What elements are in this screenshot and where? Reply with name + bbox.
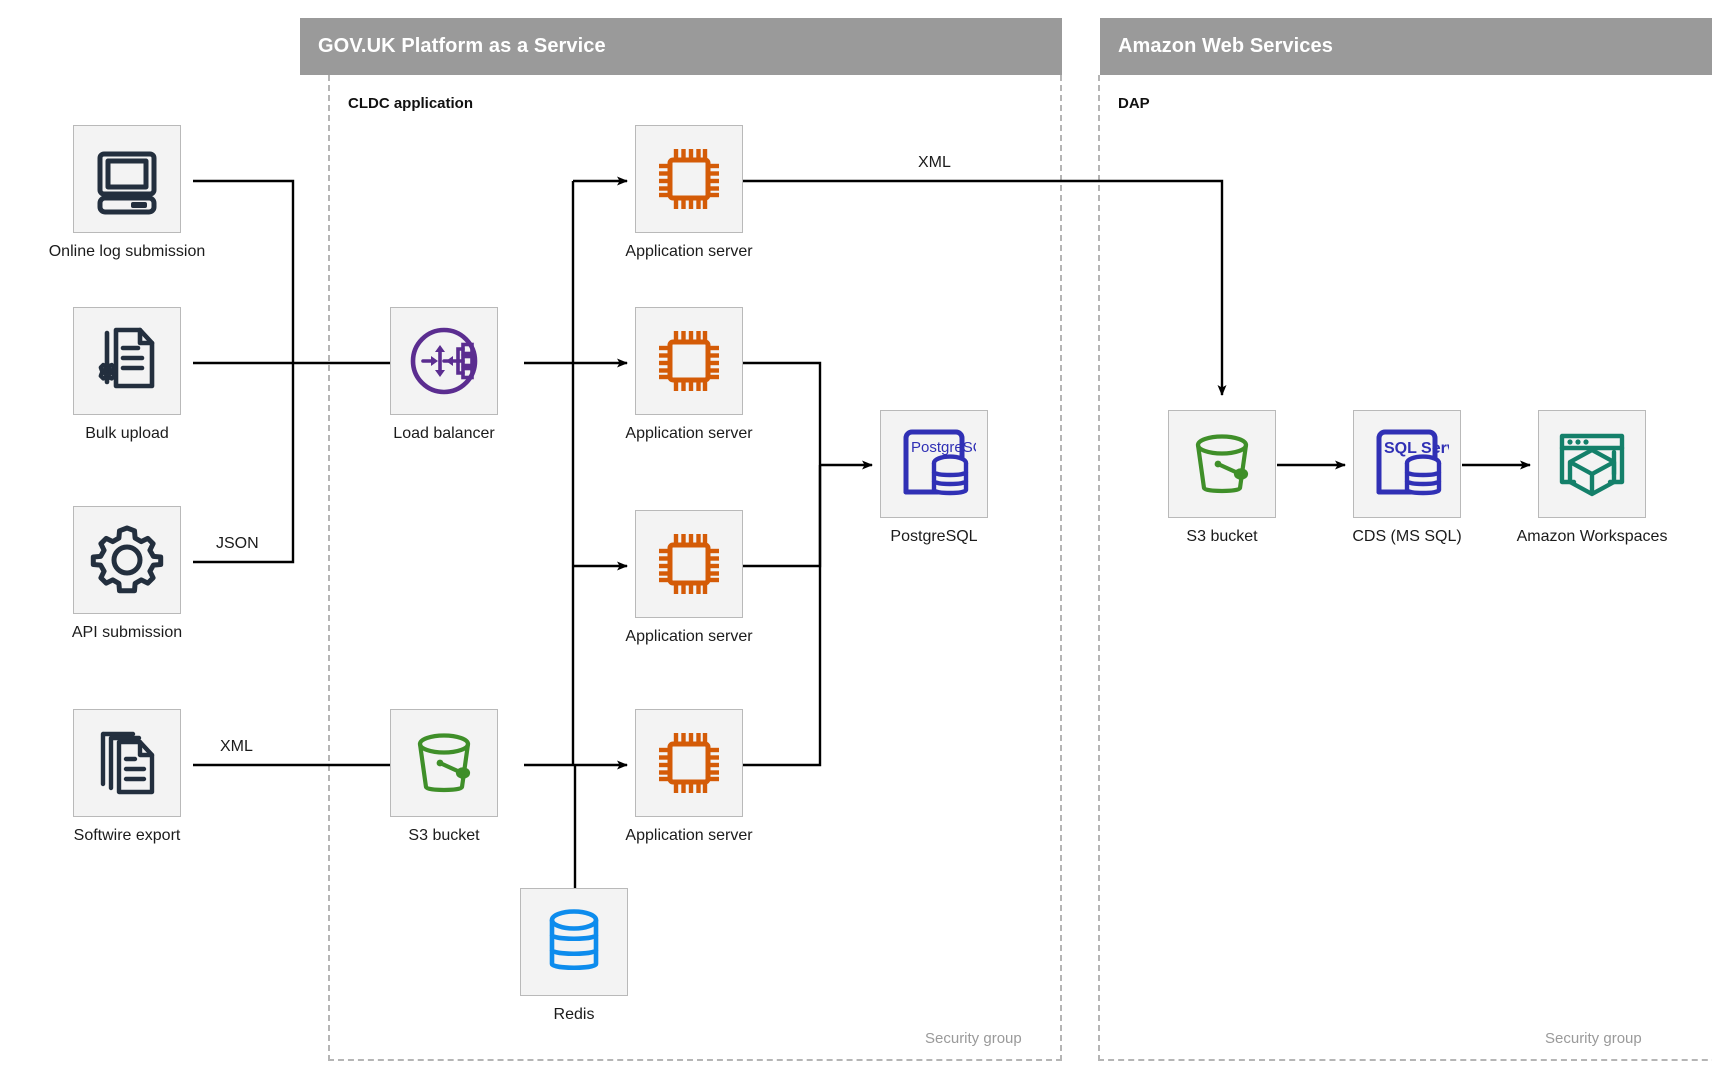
amazon-workspaces-tile[interactable] [1538, 410, 1646, 518]
node-cds-ms-sql[interactable]: SQL Server CDS (MS SQL) [1352, 410, 1462, 545]
bulk-upload-label: Bulk upload [85, 425, 169, 442]
edge-label-xml-softwire: XML [220, 738, 253, 755]
bucket-icon [1195, 434, 1249, 494]
app-server-3-label: Application server [625, 628, 753, 645]
node-online-log-submission[interactable]: Online log submission [49, 125, 205, 260]
bulk-upload-tile[interactable] [73, 307, 181, 415]
zone-footer-aws: Security group [1545, 1030, 1642, 1047]
api-submission-label: API submission [71, 624, 183, 641]
softwire-export-tile[interactable] [73, 709, 181, 817]
zone-header-paas: GOV.UK Platform as a Service [300, 18, 1062, 75]
node-app-server-3[interactable]: Application server [625, 510, 753, 645]
cpu-chip-icon [659, 534, 719, 594]
cpu-chip-icon [659, 733, 719, 793]
app-server-4-label: Application server [625, 827, 753, 844]
document-gear-icon [98, 327, 155, 389]
node-redis[interactable]: Redis [520, 888, 628, 1023]
s3-bucket-paas-tile[interactable] [390, 709, 498, 817]
sql-server-icon-text: SQL Server [1384, 440, 1449, 457]
database-cylinder-icon [549, 909, 599, 971]
desktop-computer-icon [97, 151, 157, 215]
amazon-workspaces-label: Amazon Workspaces [1516, 528, 1668, 545]
softwire-export-label: Softwire export [73, 827, 181, 844]
zone-subtitle-paas: CLDC application [348, 95, 474, 112]
app-server-1-tile[interactable] [635, 125, 743, 233]
node-bulk-upload[interactable]: Bulk upload [73, 307, 181, 442]
postgresql-icon-text: PostgreSQL [911, 439, 976, 456]
node-postgresql[interactable]: PostgreSQL PostgreSQL [880, 410, 988, 545]
online-log-submission-label: Online log submission [48, 243, 206, 260]
app-server-4-tile[interactable] [635, 709, 743, 817]
bucket-icon [417, 733, 471, 793]
postgresql-label: PostgreSQL [890, 528, 978, 545]
api-submission-tile[interactable] [73, 506, 181, 614]
redis-tile[interactable] [520, 888, 628, 996]
node-api-submission[interactable]: API submission [72, 506, 182, 641]
node-s3-bucket-paas[interactable]: S3 bucket [390, 709, 498, 844]
cpu-chip-icon [659, 149, 719, 209]
postgresql-tile[interactable]: PostgreSQL [880, 410, 988, 518]
s3-bucket-aws-label: S3 bucket [1186, 528, 1258, 545]
edge-label-json: JSON [216, 535, 259, 552]
workspaces-cube-icon [1559, 433, 1625, 497]
s3-bucket-paas-label: S3 bucket [408, 827, 480, 844]
node-s3-bucket-aws[interactable]: S3 bucket [1168, 410, 1276, 545]
load-balancer-icon [410, 327, 478, 395]
app-server-3-tile[interactable] [635, 510, 743, 618]
zone-title-paas: GOV.UK Platform as a Service [318, 35, 606, 57]
app-server-2-tile[interactable] [635, 307, 743, 415]
cds-ms-sql-label: CDS (MS SQL) [1352, 528, 1462, 545]
redis-label: Redis [553, 1006, 595, 1023]
node-softwire-export[interactable]: Softwire export [73, 709, 181, 844]
zone-box-aws [1098, 75, 1712, 1061]
zone-subtitle-aws: DAP [1118, 95, 1150, 112]
node-app-server-2[interactable]: Application server [625, 307, 753, 442]
gear-icon [90, 525, 164, 594]
documents-stack-icon [100, 731, 155, 795]
load-balancer-tile[interactable] [390, 307, 498, 415]
zone-box-paas [328, 75, 1062, 1061]
sql-server-icon: SQL Server [1376, 429, 1449, 496]
zone-header-aws: Amazon Web Services [1100, 18, 1712, 75]
zone-footer-paas: Security group [925, 1030, 1022, 1047]
edge-label-xml-dap: XML [918, 154, 951, 171]
online-log-submission-tile[interactable] [73, 125, 181, 233]
app-server-2-label: Application server [625, 425, 753, 442]
node-app-server-4[interactable]: Application server [625, 709, 753, 844]
node-amazon-workspaces[interactable]: Amazon Workspaces [1517, 410, 1667, 545]
s3-bucket-aws-tile[interactable] [1168, 410, 1276, 518]
node-load-balancer[interactable]: Load balancer [390, 307, 498, 442]
zone-title-aws: Amazon Web Services [1118, 35, 1333, 57]
app-server-1-label: Application server [625, 243, 753, 260]
node-app-server-1[interactable]: Application server [625, 125, 753, 260]
cpu-chip-icon [659, 331, 719, 391]
load-balancer-label: Load balancer [393, 425, 495, 442]
postgresql-icon: PostgreSQL [903, 429, 976, 496]
cds-ms-sql-tile[interactable]: SQL Server [1353, 410, 1461, 518]
